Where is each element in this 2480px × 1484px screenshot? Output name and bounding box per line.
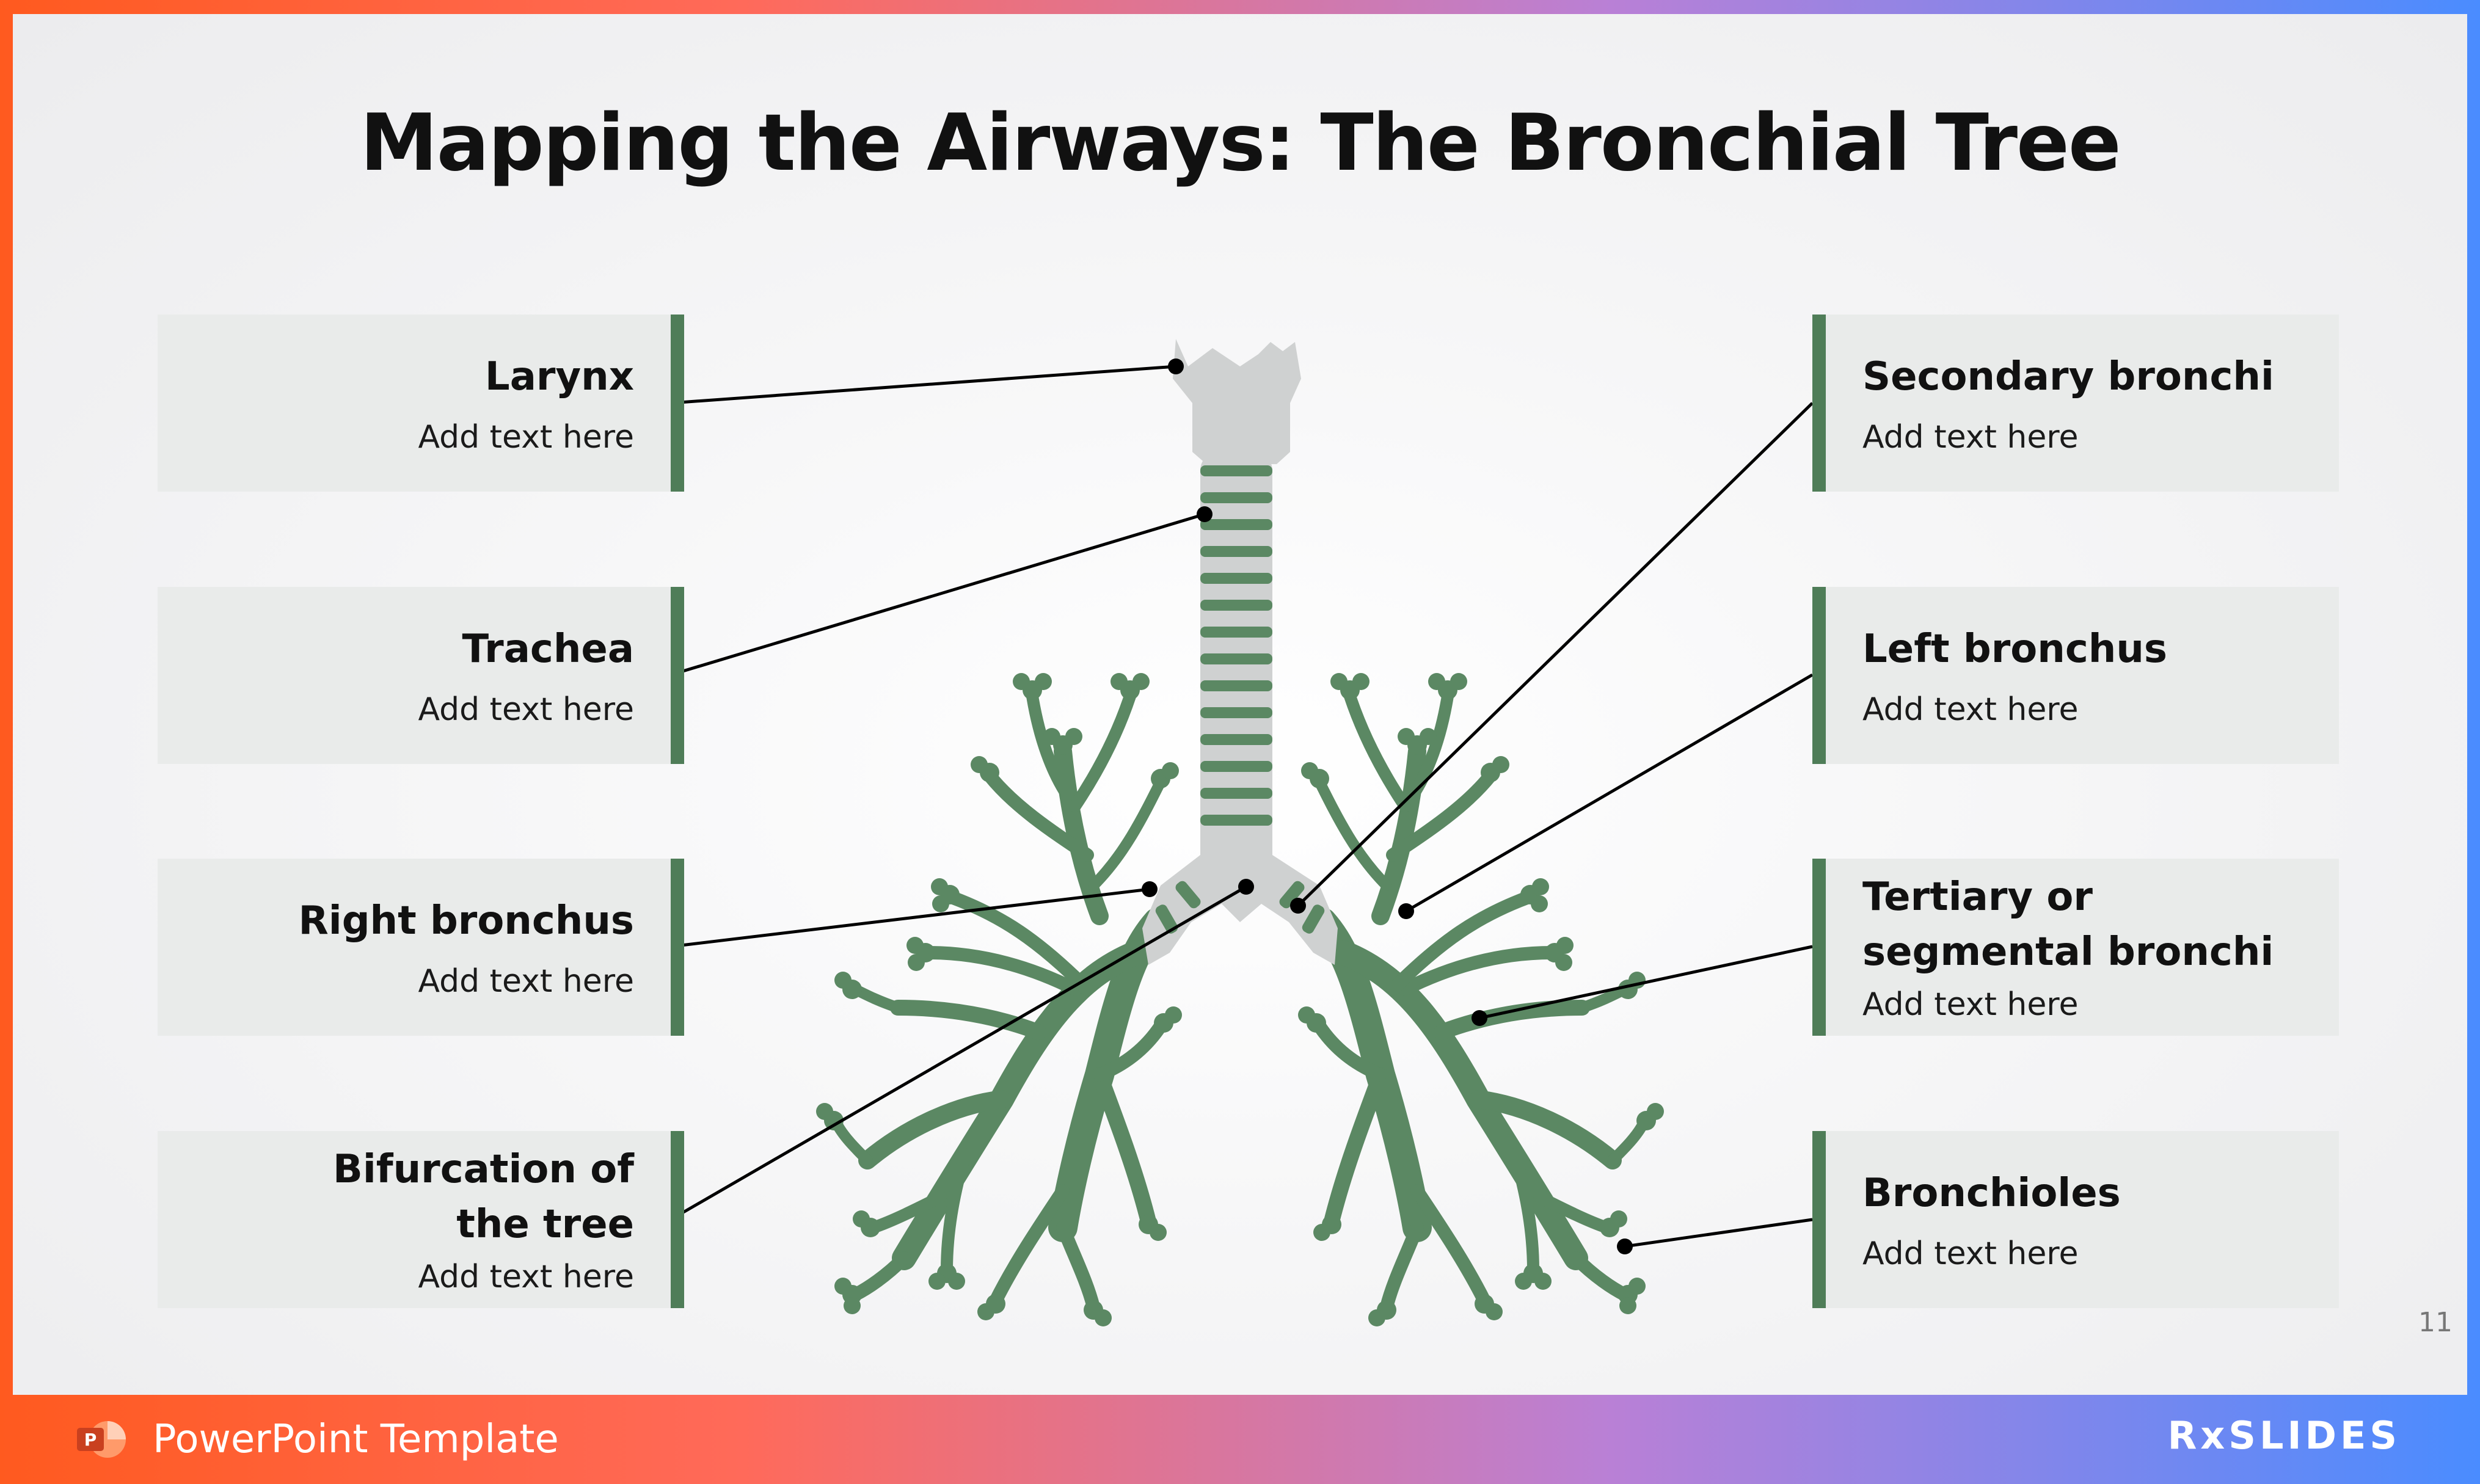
card-heading: Bronchioles [1862,1171,2121,1217]
card-tertiary-bronchi[interactable]: Tertiary or segmental bronchi Add text h… [1812,859,2339,1036]
card-heading: Larynx [484,354,634,400]
card-text[interactable]: Add text here [418,1259,634,1296]
card-heading: Secondary bronchi [1862,354,2274,400]
footer-bar: P PowerPoint Template RxSLIDES [0,1395,2480,1484]
powerpoint-icon: P [77,1421,126,1458]
card-text[interactable]: Add text here [1862,1235,2079,1272]
card-heading: Right bronchus [298,898,634,944]
card-heading: Trachea [462,627,634,672]
card-text[interactable]: Add text here [418,691,634,728]
card-text[interactable]: Add text here [418,418,634,456]
card-left-bronchus[interactable]: Left bronchus Add text here [1812,587,2339,764]
card-heading: Left bronchus [1862,627,2167,672]
card-heading: Tertiary or segmental bronchi [1862,875,2274,975]
card-bronchioles[interactable]: Bronchioles Add text here [1812,1131,2339,1308]
card-text[interactable]: Add text here [1862,691,2079,728]
card-text[interactable]: Add text here [418,962,634,1000]
page-number: 11 [2418,1307,2453,1338]
card-trachea[interactable]: Trachea Add text here [158,587,684,764]
card-bifurcation[interactable]: Bifurcation of the tree Add text here [158,1131,684,1308]
card-heading: Bifurcation of the tree [333,1147,634,1247]
card-text[interactable]: Add text here [1862,986,2079,1024]
svg-text:P: P [84,1430,97,1450]
card-secondary-bronchi[interactable]: Secondary bronchi Add text here [1812,315,2339,492]
slide-title: Mapping the Airways: The Bronchial Tree [360,98,2121,189]
footer-label: PowerPoint Template [153,1417,559,1462]
card-text[interactable]: Add text here [1862,418,2079,456]
rxslides-logo[interactable]: RxSLIDES [2167,1413,2401,1458]
card-larynx[interactable]: Larynx Add text here [158,315,684,492]
card-right-bronchus[interactable]: Right bronchus Add text here [158,859,684,1036]
